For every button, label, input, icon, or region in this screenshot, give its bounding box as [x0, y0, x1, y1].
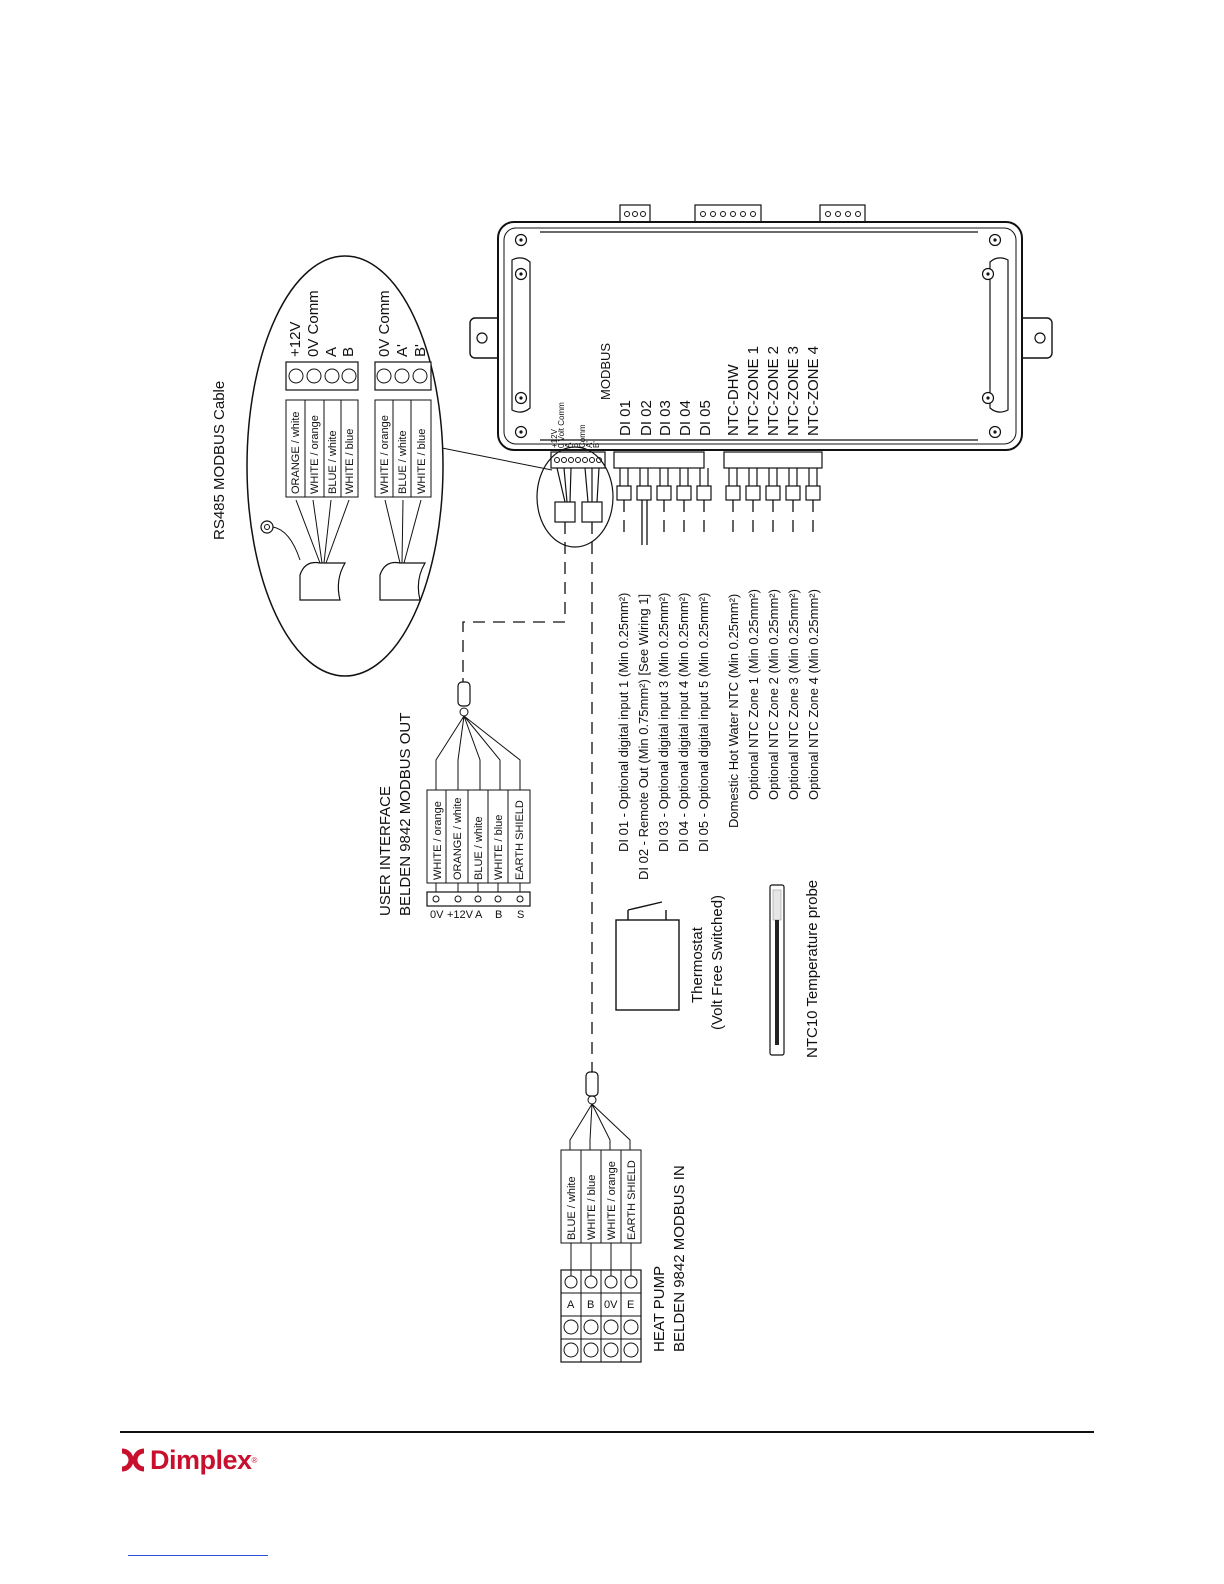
thermostat-label: Thermostat [689, 926, 706, 1003]
rs485-terminal-label: B [340, 347, 357, 357]
input-description: DI 01 - Optional digital input 1 (Min 0.… [616, 593, 631, 852]
thermostat-symbol [615, 901, 680, 1011]
ntc-description: Domestic Hot Water NTC (Min 0.25mm²) [726, 594, 741, 828]
user-interface-block [426, 678, 531, 907]
ui-terminal-label: 0V [430, 909, 444, 921]
modbus-pin-label: A' [585, 441, 594, 448]
modbus-pin-label: Comm [578, 424, 587, 448]
modbus-pin-label: +12V [550, 428, 559, 448]
ntc-description: Optional NTC Zone 1 (Min 0.25mm²) [746, 589, 761, 800]
ui-terminal-label: S [517, 909, 524, 921]
ui-wire-label: WHITE / blue [493, 815, 505, 880]
ui-terminal-label: A [475, 909, 483, 921]
hp-wire-label: WHITE / orange [606, 1161, 618, 1240]
brand-reg-mark: ® [251, 1455, 258, 1465]
bus-dashed-wires [462, 522, 593, 1080]
digital-input-terminals [613, 451, 823, 469]
rs485-terminal-label: A [323, 347, 340, 357]
rs485-terminal-label: A' [394, 344, 411, 357]
di-label: DI 04 [677, 400, 694, 436]
hp-wire-label: BLUE / white [566, 1176, 578, 1240]
hp-wire-label: EARTH SHIELD [626, 1160, 638, 1240]
ui-title: USER INTERFACE [377, 786, 394, 916]
rs485-title: RS485 MODBUS Cable [211, 381, 228, 540]
brand-name: Dimplex [150, 1444, 252, 1475]
dimplex-mark-icon [120, 1447, 146, 1473]
dimplex-logo: Dimplex® [120, 1440, 257, 1480]
rs485-wire-label: WHITE / orange [309, 415, 321, 494]
rs485-wire-label: BLUE / white [327, 430, 339, 494]
thermostat-sublabel: (Volt Free Switched) [709, 895, 726, 1030]
hp-subtitle: BELDEN 9842 MODBUS IN [671, 1165, 688, 1352]
ui-wire-label: ORANGE / white [452, 797, 464, 880]
controller-box [469, 204, 1053, 451]
ui-wire-label: WHITE / orange [432, 801, 444, 880]
ntc-probe [769, 884, 785, 1056]
input-description: DI 02 - Remote Out (Min 0.75mm²) [See Wi… [636, 594, 651, 880]
hp-terminal-label: E [627, 1299, 634, 1311]
footer-rule [120, 1431, 1094, 1433]
rs485-wire-label: BLUE / white [397, 430, 409, 494]
heat-pump-block [560, 1071, 642, 1363]
modbus-pin-label: B [571, 443, 580, 448]
input-description: DI 05 - Optional digital input 5 (Min 0.… [696, 593, 711, 852]
di-label: DI 02 [638, 400, 655, 436]
rs485-terminal-label: +12V [287, 322, 304, 357]
di-label: DI 05 [697, 400, 714, 436]
ui-wire-label: BLUE / white [473, 816, 485, 880]
ntc-description: Optional NTC Zone 4 (Min 0.25mm²) [806, 589, 821, 800]
footer-link-underline[interactable] [128, 1555, 268, 1556]
ntc-label: NTC-ZONE 1 [745, 346, 762, 436]
hp-terminal-label: B [587, 1299, 594, 1311]
modbus-terminal-block [550, 451, 606, 469]
hp-terminal-label: A [567, 1299, 575, 1311]
ntc-label: NTC-ZONE 3 [785, 346, 802, 436]
rs485-terminal-label: 0V Comm [376, 290, 393, 357]
rs485-wire-label: ORANGE / white [290, 411, 302, 494]
input-description: DI 04 - Optional digital input 4 (Min 0.… [676, 593, 691, 852]
modbus-pin-label: A [564, 442, 573, 448]
modbus-pin-label: 0 Volt Comm [557, 402, 566, 448]
ntc-label: NTC-DHW [725, 364, 742, 436]
ntc-label: NTC-ZONE 4 [805, 346, 822, 436]
plug-connectors [616, 468, 821, 501]
rs485-wire-label: WHITE / orange [379, 415, 391, 494]
di-label: DI 01 [617, 400, 634, 436]
input-description: DI 03 - Optional digital input 3 (Min 0.… [656, 593, 671, 852]
ui-subtitle: BELDEN 9842 MODBUS OUT [397, 713, 414, 916]
ntc-label: NTC-ZONE 2 [765, 346, 782, 436]
probe-label: NTC10 Temperature probe [804, 880, 821, 1058]
rs485-terminal-label: 0V Comm [305, 290, 322, 357]
modbus-plugs [554, 467, 603, 523]
rs485-wire-label: WHITE / blue [416, 429, 428, 494]
ntc-description: Optional NTC Zone 2 (Min 0.25mm²) [766, 589, 781, 800]
input-wires [623, 500, 814, 540]
rs485-detail [246, 255, 614, 677]
modbus-label: MODBUS [598, 343, 613, 400]
hp-terminal-label: 0V [604, 1299, 618, 1311]
modbus-pin-label: B' [592, 441, 601, 448]
di-label: DI 03 [657, 400, 674, 436]
ntc-description: Optional NTC Zone 3 (Min 0.25mm²) [786, 589, 801, 800]
rs485-terminal-label: B' [412, 344, 429, 357]
rs485-wire-label: WHITE / blue [344, 429, 356, 494]
hp-wire-label: WHITE / blue [586, 1175, 598, 1240]
ui-wire-label: EARTH SHIELD [514, 800, 526, 880]
ui-terminal-label: B [495, 909, 502, 921]
hp-title: HEAT PUMP [651, 1266, 668, 1352]
ui-terminal-label: +12V [447, 909, 474, 921]
remote-out-wire [641, 500, 648, 545]
